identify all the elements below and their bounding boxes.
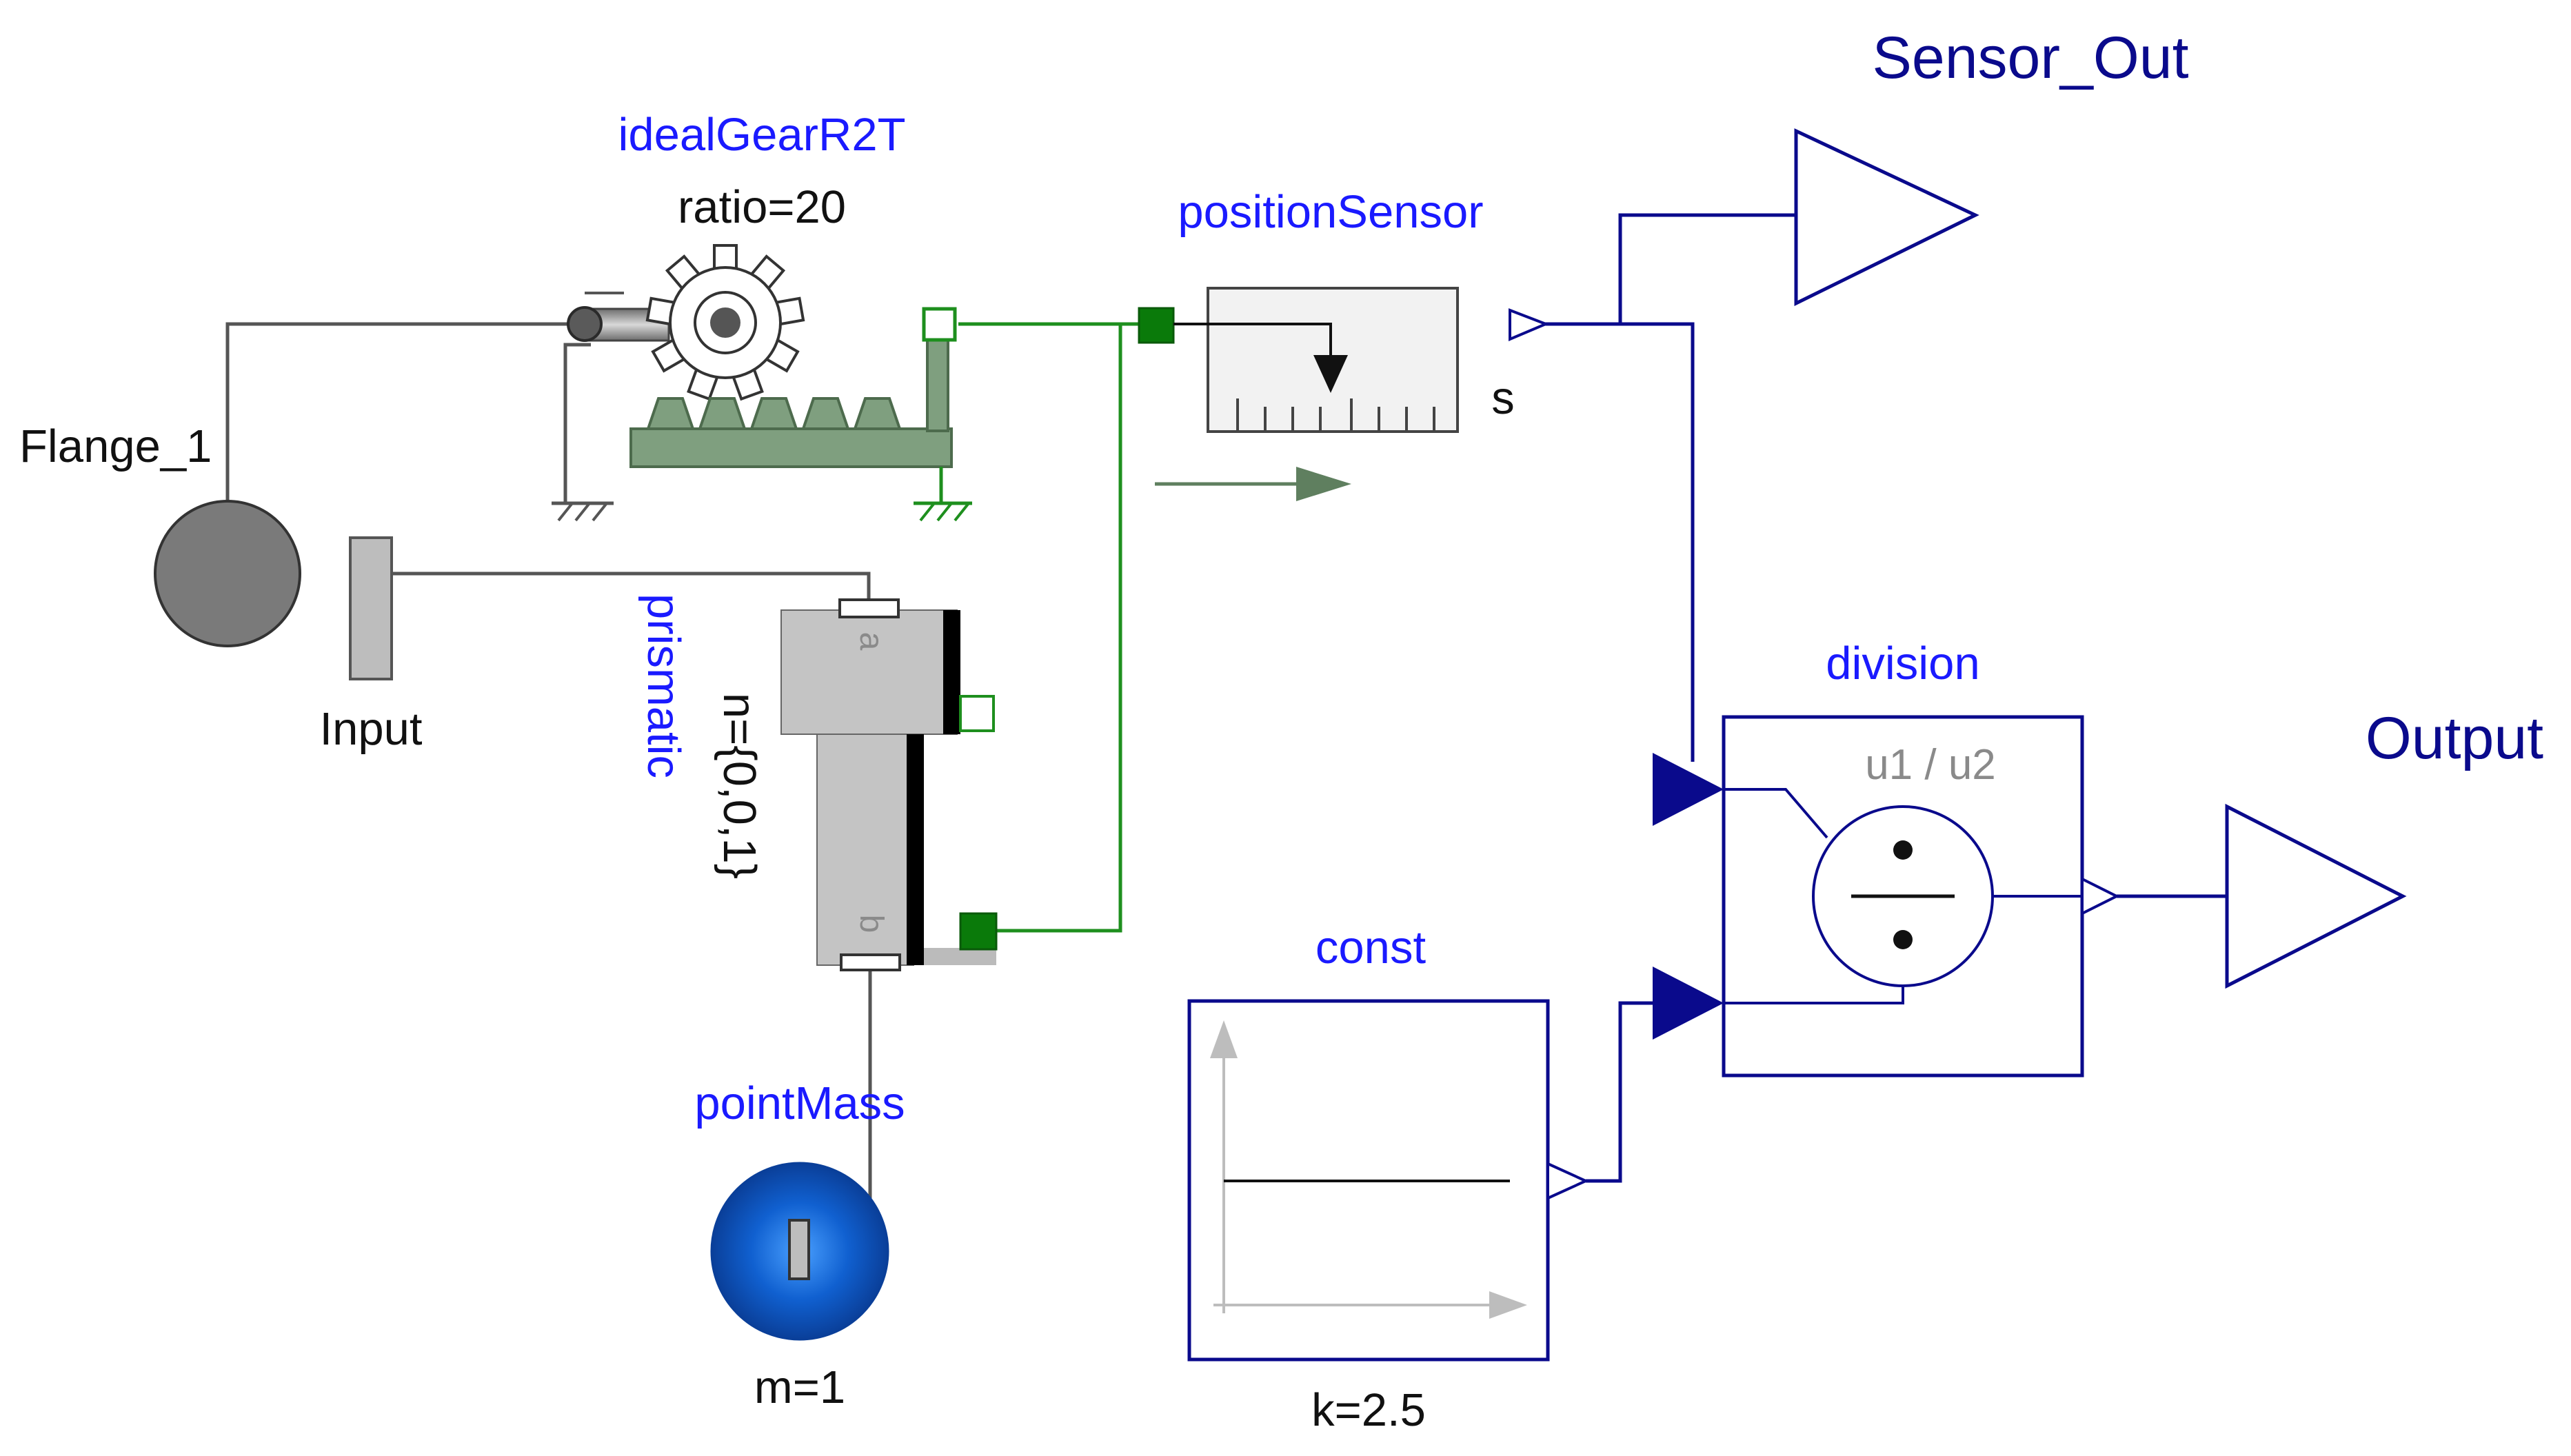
prismatic-frame-a-connector[interactable]: [838, 598, 900, 618]
division-u2-connector[interactable]: [1653, 967, 1724, 1040]
output-connector[interactable]: [2225, 803, 2407, 989]
output-label: Output: [2366, 705, 2543, 771]
position-sensor[interactable]: positionSensor s: [1138, 186, 1550, 501]
gear-support-line: [563, 343, 591, 503]
point-mass-label: pointMass: [694, 1078, 905, 1129]
flange-label: Flange_1: [19, 421, 212, 472]
sensor-unit-label: s: [1491, 372, 1515, 424]
division-u2-line: [1724, 982, 1904, 1004]
gear-wheel: [645, 244, 805, 401]
prismatic-label: prismatic: [638, 594, 689, 778]
connection-flange-gear[interactable]: [225, 322, 586, 503]
connection-const-division[interactable]: [1586, 1001, 1658, 1183]
gear-flange-connector[interactable]: [567, 306, 603, 342]
prismatic-upper-body: [780, 609, 958, 735]
division-y-connector[interactable]: [2081, 876, 2120, 916]
connection-prismatic-sensor[interactable]: [996, 324, 1122, 933]
division-operator-dot-top: [1893, 840, 1913, 860]
ideal-gear-r2t[interactable]: idealGearR2T ratio=20: [552, 109, 972, 522]
sensor-out-label: Sensor_Out: [1873, 25, 2189, 91]
sensor-out-connector[interactable]: [1794, 128, 1979, 307]
flange-connector[interactable]: [154, 500, 301, 647]
input-label: Input: [319, 703, 422, 755]
input-connector[interactable]: [349, 536, 393, 680]
ground-hatch-left: [557, 502, 608, 522]
const-block[interactable]: const k=2.5: [1187, 922, 1589, 1436]
sensor-pointer-arrow: [1313, 355, 1348, 393]
prismatic-frame-b-connector[interactable]: [840, 953, 901, 971]
sensor-pointer-line: [1173, 323, 1332, 358]
gear-rack-flange[interactable]: [922, 307, 957, 342]
sensor-scale-ticks: [1236, 398, 1435, 432]
gear-rack: [629, 336, 953, 468]
connection-input-prismatic[interactable]: [390, 572, 871, 600]
position-sensor-label: positionSensor: [1178, 186, 1483, 238]
connection-sensor-division[interactable]: [1620, 322, 1695, 762]
point-mass-frame-connector[interactable]: [788, 1219, 810, 1280]
point-mass-m-label: m=1: [754, 1362, 845, 1413]
division-operator-dot-bottom: [1893, 930, 1913, 949]
division-u1-connector[interactable]: [1653, 753, 1724, 826]
division-block[interactable]: division u1 / u2: [1653, 638, 2120, 1078]
prismatic-frame-a-label: a: [853, 632, 889, 651]
prismatic-joint[interactable]: prismatic n={0,0,1} a b: [638, 594, 998, 971]
sensor-flange-connector[interactable]: [1138, 307, 1175, 344]
const-x-axis-arrow: [1489, 1291, 1527, 1319]
const-label: const: [1315, 922, 1426, 973]
const-k-label: k=2.5: [1311, 1384, 1426, 1436]
sensor-direction-arrow-head: [1296, 467, 1351, 501]
prismatic-support-connector[interactable]: [959, 695, 995, 732]
const-output-connector[interactable]: [1546, 1161, 1589, 1201]
division-u1-line: [1724, 788, 1828, 839]
ground-hatch-right: [919, 502, 970, 522]
division-label: division: [1826, 638, 1979, 689]
prismatic-lower-body: [816, 734, 914, 966]
sensor-output-connector[interactable]: [1509, 308, 1550, 342]
prismatic-axis-connector[interactable]: [959, 912, 998, 951]
const-y-axis-arrow: [1210, 1020, 1238, 1058]
prismatic-lower-edge: [907, 734, 924, 965]
prismatic-axis-label: n={0,0,1}: [714, 693, 765, 879]
ideal-gear-label: idealGearR2T: [618, 109, 905, 161]
division-expression: u1 / u2: [1865, 741, 1996, 789]
connection-sensor-out[interactable]: [1531, 213, 1796, 326]
point-mass[interactable]: pointMass m=1: [694, 1078, 905, 1413]
prismatic-frame-b-label: b: [853, 915, 889, 933]
prismatic-rail: [924, 948, 996, 965]
prismatic-upper-edge: [943, 610, 960, 734]
gear-ratio-label: ratio=20: [678, 181, 846, 233]
